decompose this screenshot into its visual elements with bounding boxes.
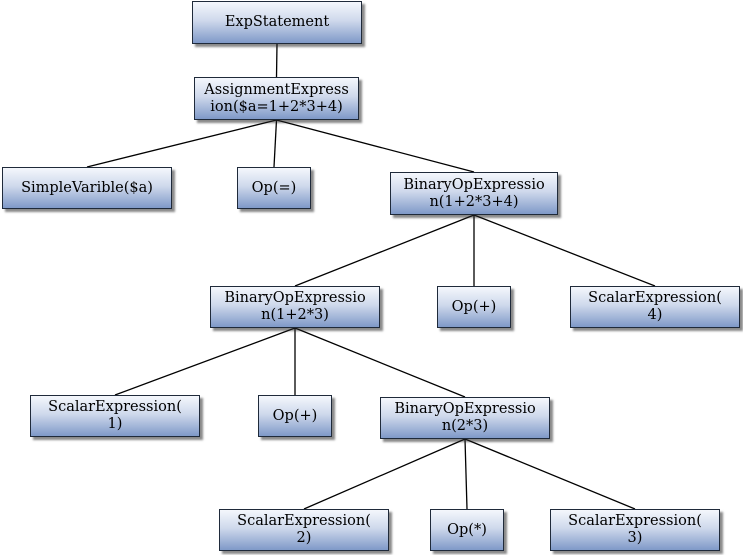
node-binary-op-1-2-3-4: BinaryOpExpressio n(1+2*3+4) — [390, 172, 558, 215]
node-label: ExpStatement — [224, 14, 330, 30]
edge-n11-n12 — [303, 438, 466, 510]
node-scalar-4: ScalarExpression( 4) — [570, 286, 740, 328]
node-label: SimpleVarible($a) — [21, 179, 153, 196]
node-op-multiply: Op(*) — [430, 509, 504, 551]
node-label: AssignmentExpress ion($a=1+2*3+4) — [204, 81, 349, 115]
edge-n2-n3 — [86, 119, 277, 168]
edge-n2-n4 — [273, 119, 278, 168]
node-label: ScalarExpression( 1) — [48, 399, 182, 432]
node-label: Op(+) — [451, 298, 497, 315]
node-label: Op(=) — [251, 179, 297, 196]
node-binary-op-1-2-3: BinaryOpExpressio n(1+2*3) — [210, 286, 380, 328]
node-exp-statement: ExpStatement — [192, 1, 362, 44]
edge-n11-n14 — [464, 438, 636, 510]
node-label: BinaryOpExpressio n(1+2*3+4) — [403, 176, 545, 210]
edge-n6-n9 — [114, 327, 296, 396]
node-label: BinaryOpExpressio n(1+2*3) — [224, 290, 366, 323]
node-label: BinaryOpExpressio n(2*3) — [394, 401, 536, 434]
node-label: ScalarExpression( 3) — [568, 513, 702, 546]
edge-n5-n8 — [473, 214, 656, 287]
node-label: Op(+) — [272, 407, 318, 424]
edge-n2-n5 — [276, 119, 475, 173]
node-simple-varible: SimpleVarible($a) — [2, 167, 172, 209]
edge-n5-n6 — [294, 214, 475, 287]
edge-n11-n13 — [464, 438, 468, 510]
edge-n6-n11 — [294, 327, 466, 398]
node-op-plus-lower: Op(+) — [258, 395, 332, 437]
node-scalar-2: ScalarExpression( 2) — [219, 509, 389, 551]
node-op-assign: Op(=) — [237, 167, 311, 209]
edge-n1-n2 — [275, 43, 278, 78]
node-label: ScalarExpression( 2) — [237, 513, 371, 546]
node-binary-op-2-3: BinaryOpExpressio n(2*3) — [380, 397, 550, 439]
node-scalar-3: ScalarExpression( 3) — [550, 509, 720, 551]
node-scalar-1: ScalarExpression( 1) — [30, 395, 200, 437]
node-op-plus-upper: Op(+) — [437, 286, 511, 328]
node-label: ScalarExpression( 4) — [588, 290, 722, 323]
node-label: Op(*) — [447, 521, 487, 538]
node-assignment-expression: AssignmentExpress ion($a=1+2*3+4) — [194, 77, 359, 120]
